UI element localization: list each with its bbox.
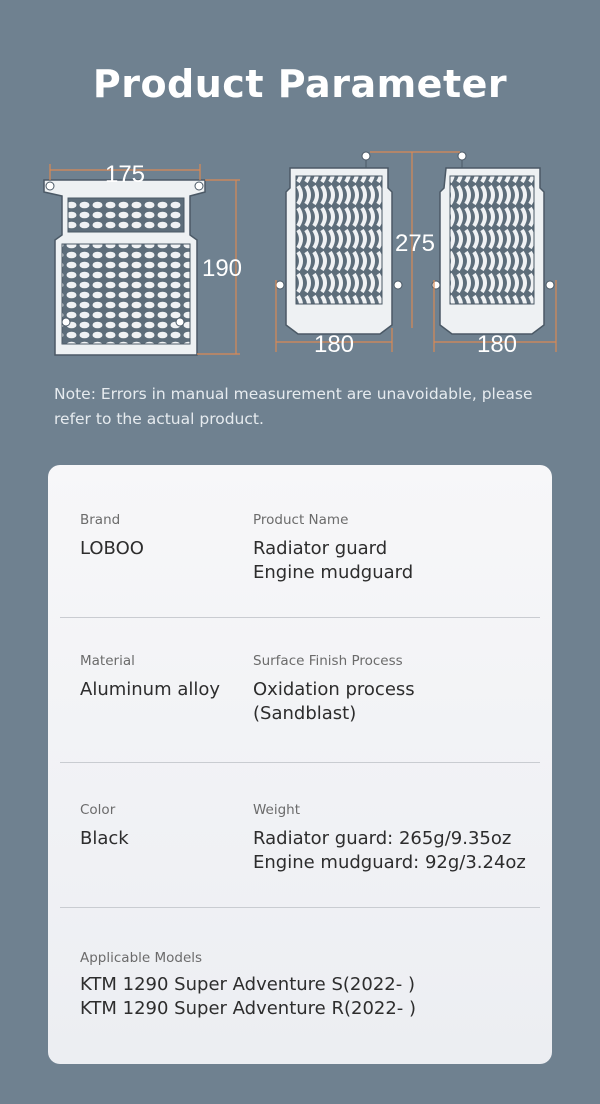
divider bbox=[60, 907, 540, 908]
surface-value: Oxidation process (Sandblast) bbox=[253, 678, 415, 726]
models-label: Applicable Models bbox=[80, 950, 203, 966]
product-dimension-diagram: 175 190 275 180 180 bbox=[43, 151, 557, 358]
color-value: Black bbox=[80, 828, 129, 849]
color-cell: Color Black bbox=[80, 801, 129, 851]
dim-radiator-height: 190 bbox=[202, 255, 242, 282]
divider bbox=[60, 617, 540, 618]
material-value: Aluminum alloy bbox=[80, 679, 221, 700]
page-title: Product Parameter bbox=[92, 62, 508, 106]
product-name-value: Radiator guard Engine mudguard bbox=[253, 537, 413, 585]
divider bbox=[60, 762, 540, 763]
brand-label: Brand bbox=[80, 512, 121, 528]
surface-line: (Sandblast) bbox=[253, 703, 357, 724]
mudguard-right-drawing bbox=[431, 151, 555, 335]
weight-label: Weight bbox=[253, 802, 301, 818]
product-name-label: Product Name bbox=[253, 512, 349, 528]
measurement-note: Note: Errors in manual measurement are u… bbox=[54, 385, 533, 428]
dim-radiator-width: 175 bbox=[105, 161, 145, 188]
brand-cell: Brand LOBOO bbox=[80, 511, 144, 561]
weight-line: Engine mudguard: 92g/3.24oz bbox=[253, 852, 526, 873]
weight-cell: Weight Radiator guard: 265g/9.35oz Engin… bbox=[253, 801, 526, 875]
model-line: KTM 1290 Super Adventure S(2022- ) bbox=[80, 974, 415, 995]
surface-cell: Surface Finish Process Oxidation process… bbox=[253, 652, 415, 726]
spec-card: Brand LOBOO Product Name Radiator guard … bbox=[48, 465, 552, 1064]
models-value: KTM 1290 Super Adventure S(2022- ) KTM 1… bbox=[80, 973, 416, 1021]
models-cell: Applicable Models KTM 1290 Super Adventu… bbox=[80, 949, 416, 1021]
product-name-line: Radiator guard bbox=[253, 538, 388, 559]
surface-label: Surface Finish Process bbox=[253, 653, 403, 669]
material-cell: Material Aluminum alloy bbox=[80, 652, 220, 702]
weight-line: Radiator guard: 265g/9.35oz bbox=[253, 828, 512, 849]
radiator-guard-drawing bbox=[43, 179, 206, 356]
mudguard-left-drawing bbox=[275, 151, 403, 335]
color-label: Color bbox=[80, 802, 116, 818]
product-name-cell: Product Name Radiator guard Engine mudgu… bbox=[253, 511, 413, 585]
dim-mudguard-width-right: 180 bbox=[477, 331, 517, 358]
model-line: KTM 1290 Super Adventure R(2022- ) bbox=[80, 998, 417, 1019]
surface-line: Oxidation process bbox=[253, 679, 415, 700]
brand-value: LOBOO bbox=[80, 538, 144, 559]
dim-mudguard-height: 275 bbox=[395, 230, 435, 257]
product-name-line: Engine mudguard bbox=[253, 562, 414, 583]
weight-value: Radiator guard: 265g/9.35oz Engine mudgu… bbox=[253, 827, 526, 875]
dim-mudguard-width-left: 180 bbox=[314, 331, 354, 358]
material-label: Material bbox=[80, 653, 135, 669]
